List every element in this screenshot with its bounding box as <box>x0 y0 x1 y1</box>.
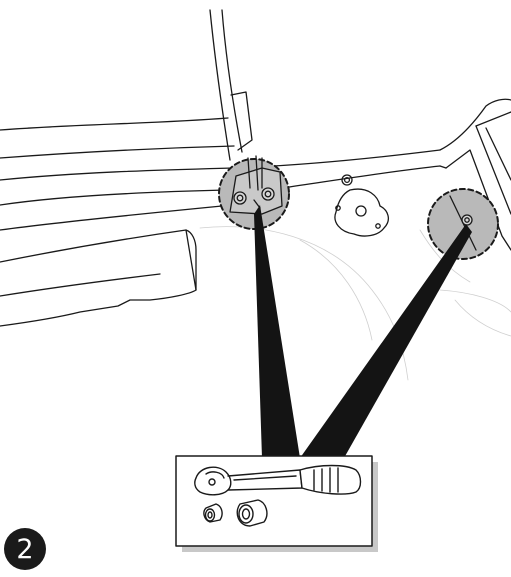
door-frame <box>0 10 252 160</box>
left-hinge-bolt-callout <box>219 156 289 229</box>
right-bolt-callout <box>428 189 498 259</box>
strut-mount <box>335 175 388 236</box>
seal-strip <box>0 230 196 326</box>
large-socket-icon <box>237 500 267 526</box>
step-number-badge: 2 <box>4 528 46 570</box>
left-leader <box>254 205 300 458</box>
right-leader <box>300 224 472 458</box>
